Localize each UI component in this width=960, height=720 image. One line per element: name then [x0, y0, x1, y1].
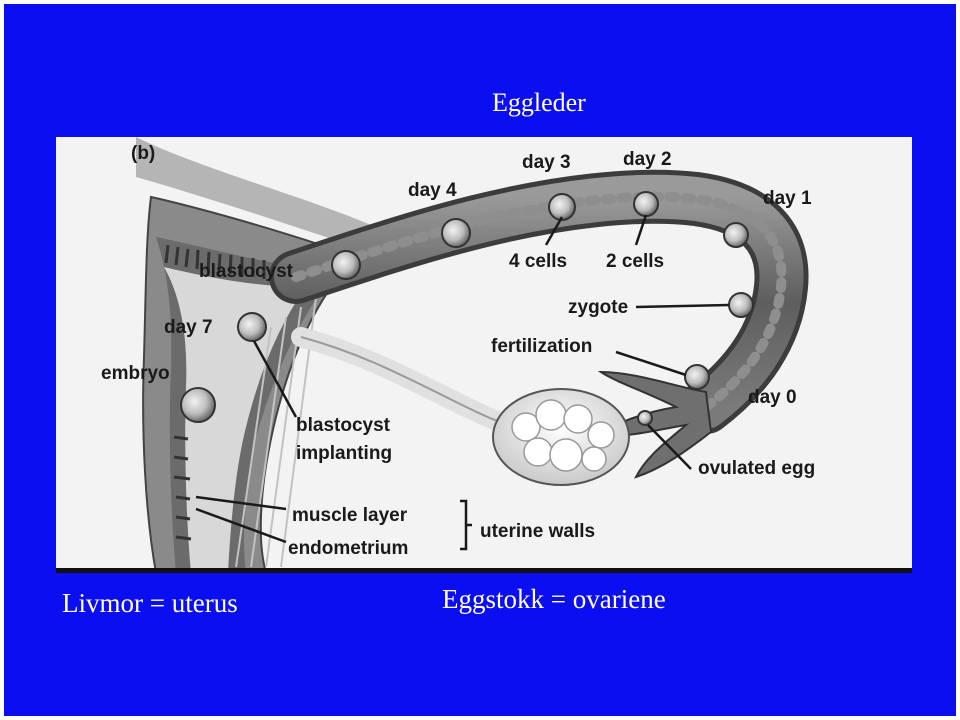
ligament-shape: [136, 137, 376, 247]
figure-bottom-rule: [56, 568, 912, 573]
panel-label: (b): [131, 143, 155, 164]
label-2-cells: 2 cells: [606, 251, 664, 272]
label-day2: day 2: [623, 149, 672, 170]
label-day1: day 1: [763, 188, 812, 209]
label-blastocyst-implanting-2: implanting: [296, 443, 392, 464]
label-muscle-layer: muscle layer: [292, 505, 408, 526]
zygote-cell: [728, 292, 754, 318]
four-cell-embryo: [548, 193, 576, 221]
ovarian-ligament-edge: [300, 336, 517, 428]
implanted-embryo: [180, 387, 216, 423]
label-day7: day 7: [164, 317, 213, 338]
fertilized-egg-cell: [684, 364, 710, 390]
slide-title: Eggleder: [492, 88, 586, 117]
day7-cell: [237, 312, 267, 342]
label-pointers: [195, 214, 730, 551]
tube-lumen: [291, 191, 787, 412]
ovary-follicles: [511, 399, 615, 472]
label-blastocyst-implanting-1: blastocyst: [296, 415, 391, 436]
two-cell-embryo: [633, 191, 659, 217]
label-zygote: zygote: [568, 297, 628, 318]
label-uterine-walls: uterine walls: [480, 521, 595, 542]
fallopian-tube-diagram: (b) day 3 day 2 day 4 day 1 blastocyst 4…: [56, 137, 912, 573]
label-day0: day 0: [748, 387, 797, 408]
label-day4: day 4: [408, 180, 457, 201]
label-ovulated-egg: ovulated egg: [698, 458, 815, 479]
label-4-cells: 4 cells: [509, 251, 567, 272]
embryo-stages: [180, 191, 754, 426]
blastocyst-cell: [331, 250, 361, 280]
endometrial-glands: [164, 244, 290, 541]
label-endometrium: endometrium: [288, 538, 408, 559]
slide: Eggleder: [4, 4, 956, 716]
ovulated-egg-cell: [637, 410, 653, 426]
label-blastocyst: blastocyst: [199, 261, 294, 282]
label-fertilization: fertilization: [491, 336, 592, 357]
caption-uterus: Livmor = uterus: [62, 588, 238, 618]
day4-morula: [441, 218, 471, 248]
label-embryo: embryo: [101, 363, 170, 384]
day1-cell: [723, 222, 749, 248]
caption-ovaries: Eggstokk = ovariene: [442, 584, 666, 614]
label-day3: day 3: [522, 152, 571, 173]
